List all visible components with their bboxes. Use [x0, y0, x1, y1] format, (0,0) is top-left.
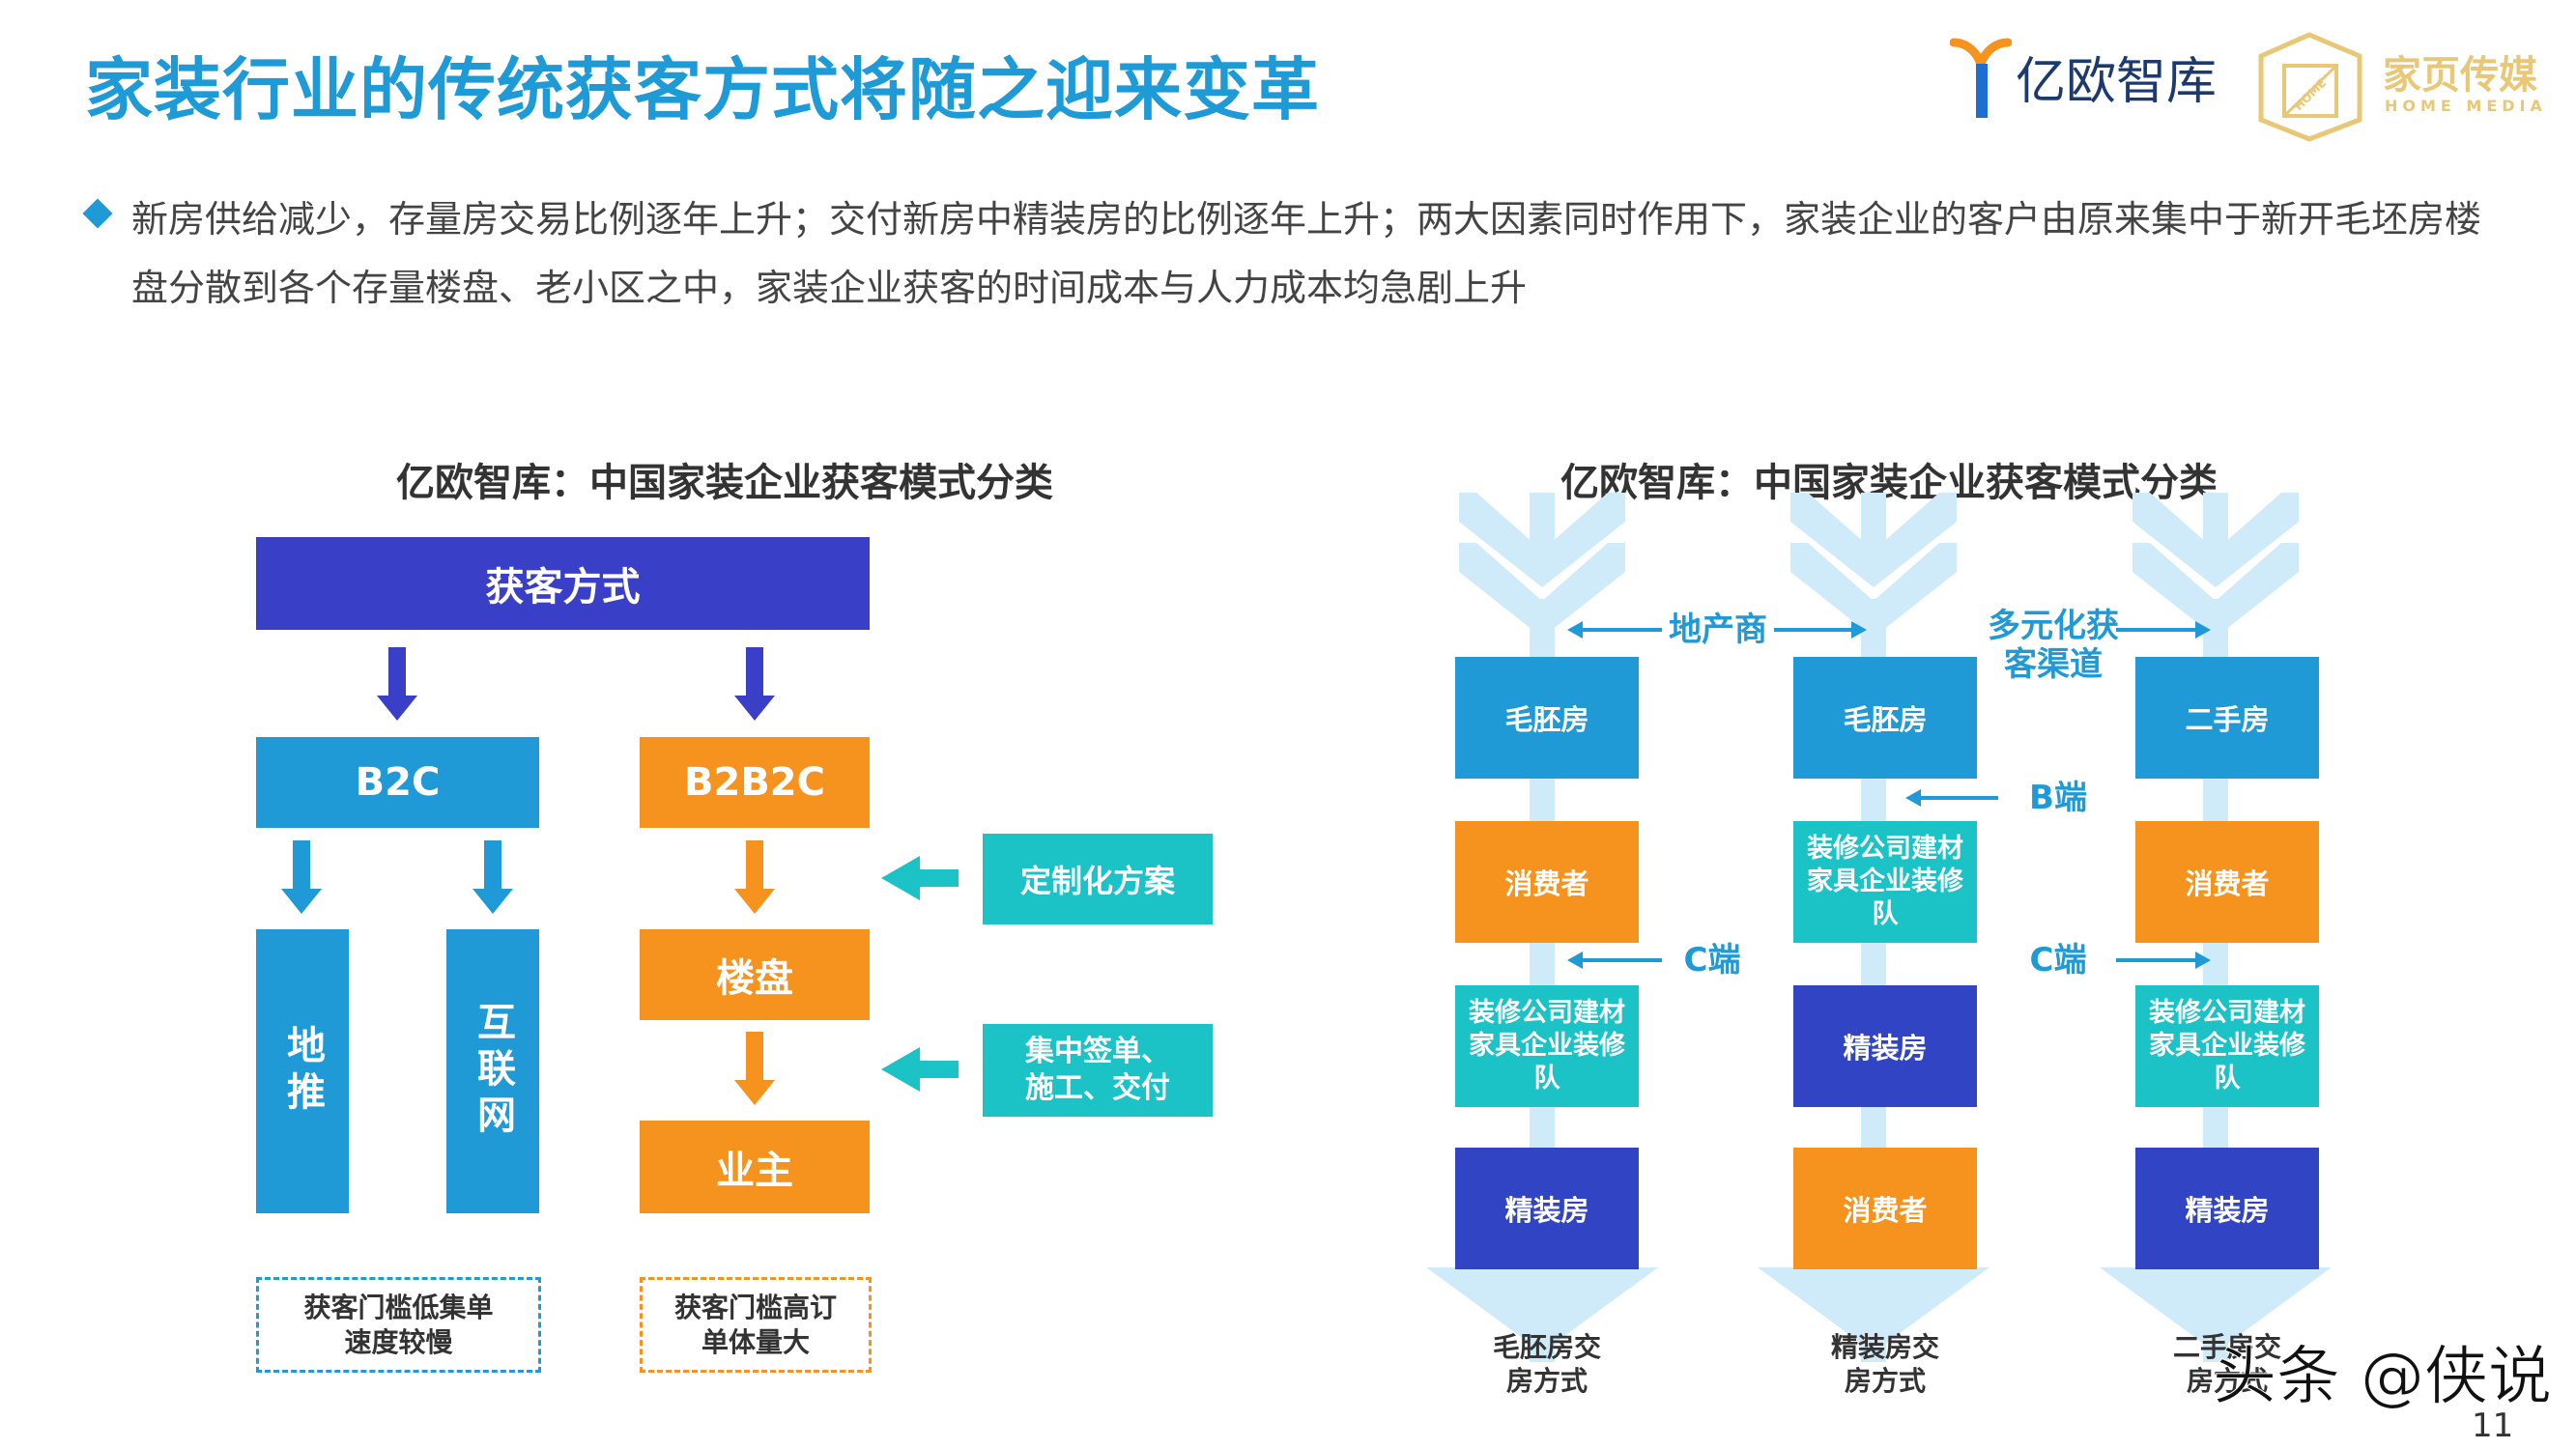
watermark-text: 头条 @侠说: [2213, 1339, 2553, 1414]
arrow-left-icon: [1567, 621, 1583, 639]
centralized-sign-box: 集中签单、施工、交付: [983, 1024, 1213, 1117]
col3-box-3: 装修公司建材家具企业装修队: [2135, 985, 2319, 1107]
arrow-down-icon: [377, 647, 417, 721]
yiou-logo-icon: [1950, 38, 2012, 118]
left-diagram-subtitle: 亿欧智库：中国家装企业获客模式分类: [396, 461, 1053, 505]
col2-footer: 精装房交房方式: [1830, 1331, 1939, 1397]
arrow-right-icon: [2195, 952, 2211, 969]
description-text: 新房供给减少，存量房交易比例逐年上升；交付新房中精装房的比例逐年上升；两大因素同…: [131, 198, 2482, 309]
b2c-note: 获客门槛低集单速度较慢: [256, 1277, 541, 1373]
c-end-left-label: C端: [1683, 941, 1741, 980]
arrow-down-icon: [734, 647, 775, 721]
chevron-down-icon: [1758, 1267, 1989, 1352]
custom-plan-box: 定制化方案: [983, 834, 1213, 924]
diverse-channel-label: 多元化获客渠道: [1988, 607, 2119, 684]
col3-box-1: 二手房: [2135, 657, 2319, 779]
col2-box-1: 毛胚房: [1793, 657, 1977, 779]
right-diagram-subtitle: 亿欧智库：中国家装企业获客模式分类: [1560, 461, 2218, 505]
b-end-label: B端: [2029, 779, 2087, 817]
loupan-box: 楼盘: [640, 929, 870, 1020]
chevron-down-icon: [1790, 543, 1957, 638]
internet-label: 互联网: [471, 1002, 515, 1141]
ditui-label: 地推: [280, 1025, 325, 1118]
col1-box-4: 精装房: [1455, 1148, 1639, 1269]
home-media-logo-subtext: HOME MEDIA: [2385, 97, 2547, 115]
arrow-down-icon: [472, 840, 513, 914]
arrow-left-icon: [1905, 789, 1921, 807]
home-media-logo-text: 家页传媒: [2383, 53, 2537, 98]
chevron-down-icon: [1459, 493, 1625, 587]
col2-box-3: 精装房: [1793, 985, 1977, 1107]
right-diagram-background: [1426, 493, 2332, 1362]
chevron-down-icon: [2100, 1267, 2332, 1352]
page-number: 11: [2472, 1406, 2514, 1445]
b2c-box: B2C: [256, 737, 539, 828]
col3-footer: 二手房交房方式: [2172, 1331, 2281, 1397]
arrow-right-icon: [2195, 621, 2211, 639]
arrow-down-icon: [734, 840, 775, 914]
arrow-down-icon: [281, 840, 322, 914]
chevron-down-icon: [1459, 543, 1625, 638]
home-media-logo-icon: HOME: [2258, 32, 2362, 142]
arrow-right-icon: [1851, 621, 1867, 639]
home-badge-text: HOME: [2292, 76, 2329, 113]
root-acquisition-box: 获客方式: [256, 537, 870, 630]
arrow-left-icon: [881, 856, 959, 900]
col2-box-2: 装修公司建材家具企业装修队: [1793, 821, 1977, 943]
col2-box-4: 消费者: [1793, 1148, 1977, 1269]
arrow-down-icon: [734, 1032, 775, 1105]
arrow-left-icon: [1567, 952, 1583, 969]
page-title: 家装行业的传统获客方式将随之迎来变革: [85, 50, 1320, 129]
b2b2c-note: 获客门槛高订单体量大: [640, 1277, 872, 1373]
yiou-logo-text: 亿欧智库: [2016, 53, 2218, 111]
col1-box-3: 装修公司建材家具企业装修队: [1455, 985, 1639, 1107]
chevron-down-icon: [2132, 493, 2299, 587]
developer-label: 地产商: [1669, 611, 1767, 649]
arrow-left-icon: [881, 1047, 959, 1092]
col3-box-4: 精装房: [2135, 1148, 2319, 1269]
col1-box-2: 消费者: [1455, 821, 1639, 943]
chevron-down-icon: [1426, 1267, 1658, 1352]
owner-box: 业主: [640, 1121, 870, 1213]
left-diagram-arrows: [281, 647, 959, 1105]
chevron-down-icon: [2132, 543, 2299, 638]
b2b2c-box: B2B2C: [640, 737, 870, 828]
chevron-down-icon: [1790, 493, 1957, 587]
col3-box-2: 消费者: [2135, 821, 2319, 943]
ditui-box: 地推: [256, 929, 349, 1213]
c-end-right-label: C端: [2029, 941, 2087, 980]
col1-box-1: 毛胚房: [1455, 657, 1639, 779]
col1-footer: 毛胚房交房方式: [1492, 1331, 1601, 1397]
internet-box: 互联网: [446, 929, 539, 1213]
